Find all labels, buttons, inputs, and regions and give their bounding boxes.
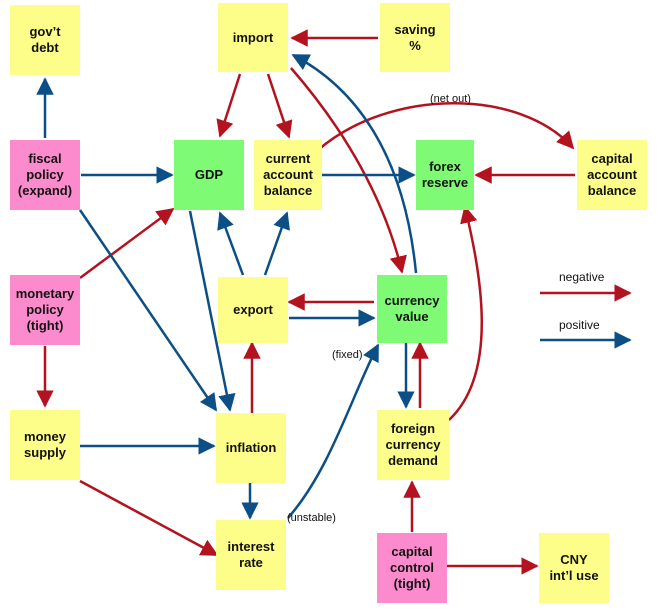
legend-negative-label: negative <box>559 270 605 284</box>
legend-positive-label: positive <box>559 318 600 332</box>
node-govt-debt: gov’t debt <box>10 5 80 75</box>
node-interest-rate: interest rate <box>216 520 286 590</box>
arrow-export-to-gdp <box>217 211 245 276</box>
arrow-import-to-gdp <box>216 73 242 138</box>
node-capital-control: capital control (tight) <box>377 533 447 603</box>
label-unstable: (unstable) <box>287 512 336 524</box>
node-currency-value: currency value <box>377 275 447 343</box>
arrow-import-to-currency-value <box>290 67 407 274</box>
node-forex-reserve: forex reserve <box>416 140 474 210</box>
node-money-supply: money supply <box>10 410 80 480</box>
arrow-export-to-current-account <box>263 211 290 276</box>
arrow-currency-value-to-import <box>291 53 418 274</box>
node-capital-account-balance: capital account balance <box>577 140 647 210</box>
label-fixed: (fixed) <box>332 349 363 361</box>
arrow-gdp-to-inflation <box>188 210 236 412</box>
node-fiscal-policy: fiscal policy (expand) <box>10 140 80 210</box>
arrow-interest-rate-to-currency-value <box>287 343 380 519</box>
node-current-account-balance: current account balance <box>254 140 322 210</box>
node-gdp: GDP <box>174 140 244 210</box>
arrow-import-to-current-account <box>266 73 293 139</box>
node-foreign-currency-demand: foreign currency demand <box>377 410 449 480</box>
node-export: export <box>218 277 288 343</box>
arrow-foreign-currency-demand-to-forex-reserve <box>448 205 483 421</box>
node-inflation: inflation <box>216 413 286 483</box>
node-saving: saving % <box>380 3 450 72</box>
arrow-money-supply-to-interest-rate <box>79 479 219 557</box>
arrow-fiscal-policy-to-inflation <box>78 209 218 412</box>
arrow-current-account-to-capital-account <box>317 102 575 151</box>
arrow-monetary-policy-to-gdp <box>79 207 175 280</box>
node-cny-intl-use: CNY int’l use <box>539 533 609 603</box>
label-net-out: (net out) <box>430 93 471 105</box>
node-monetary-policy: monetary policy (tight) <box>10 275 80 345</box>
node-import: import <box>218 3 288 72</box>
